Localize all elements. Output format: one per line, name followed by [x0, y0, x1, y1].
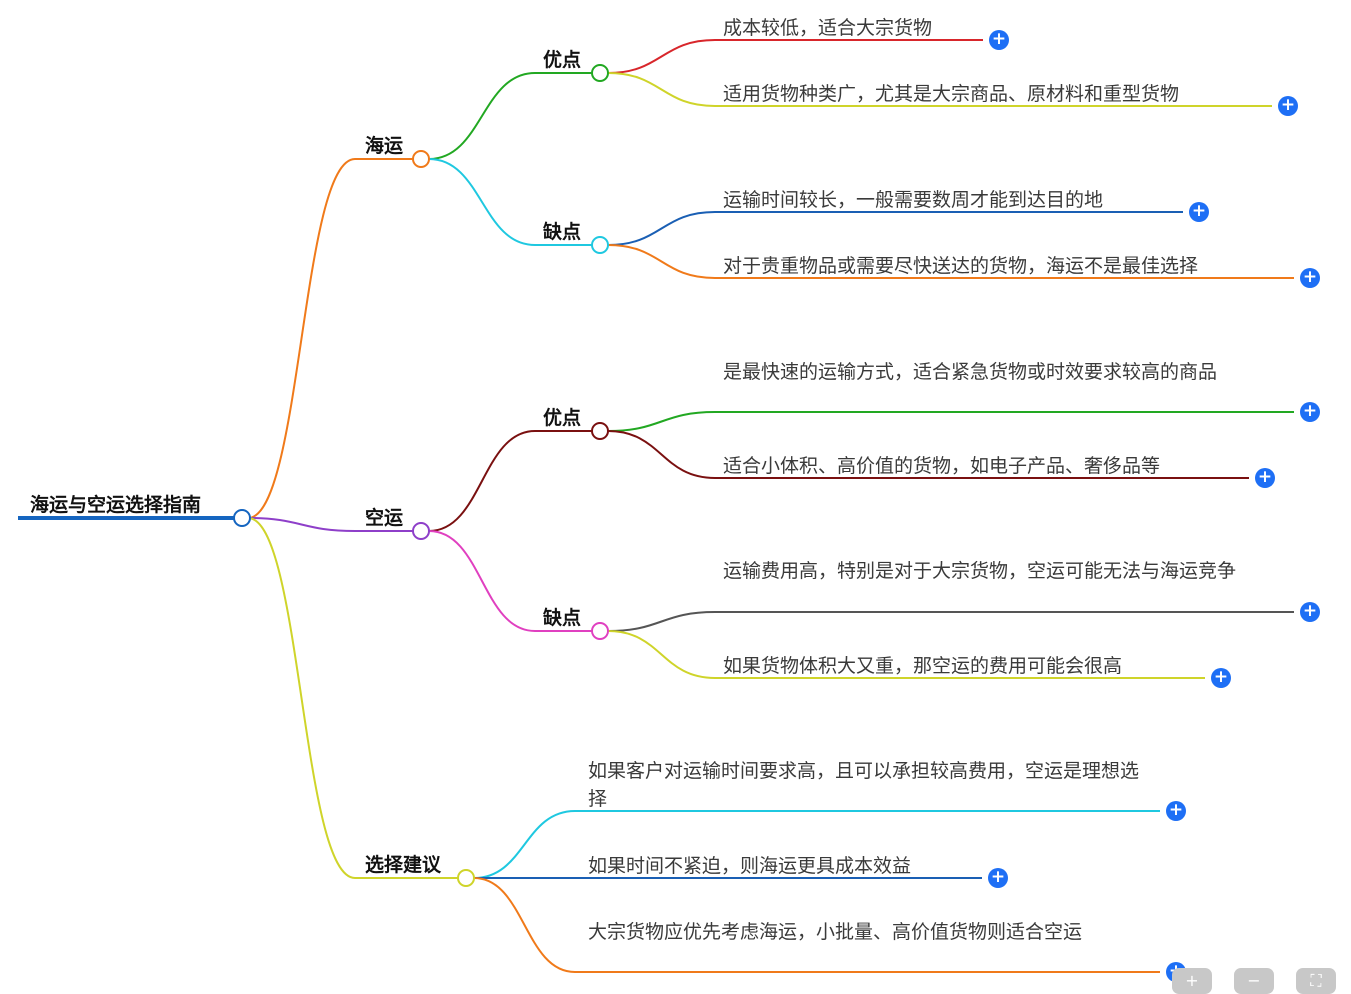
leaf-sea-pro-2[interactable]: 适用货物种类广，尤其是大宗商品、原材料和重型货物 [723, 83, 1180, 105]
branch-node-dot[interactable] [412, 522, 430, 540]
group-node-dot[interactable] [591, 236, 609, 254]
leaf-advice-2[interactable]: 如果时间不紧迫，则海运更具成本效益 [588, 855, 912, 877]
leaf-air-pro-1[interactable]: 是最快速的运输方式，适合紧急货物或时效要求较高的商品 [723, 361, 1218, 383]
link-group-leaf [607, 430, 716, 479]
branch-advice-label[interactable]: 选择建议 [365, 854, 442, 876]
leaf-sea-pro-1[interactable]: 成本较低，适合大宗货物 [723, 17, 933, 39]
leaf-air-con-2[interactable]: 如果货物体积大又重，那空运的费用可能会很高 [723, 655, 1123, 677]
expand-plus-icon[interactable]: + [1300, 602, 1320, 622]
link-branch-group [428, 430, 536, 532]
expand-plus-icon[interactable]: + [1300, 402, 1320, 422]
plus-icon: + [1185, 971, 1199, 990]
branch-node-dot[interactable] [457, 869, 475, 887]
fullscreen-icon: ⛶ [1310, 971, 1322, 990]
expand-plus-icon[interactable]: + [1211, 668, 1231, 688]
expand-plus-icon[interactable]: + [988, 868, 1008, 888]
link-root-branch [247, 158, 356, 519]
link-root-branch [247, 517, 356, 532]
zoom-out-button[interactable]: − [1234, 968, 1274, 994]
air-cons-label[interactable]: 缺点 [543, 607, 582, 629]
group-node-dot[interactable] [591, 622, 609, 640]
leaf-sea-con-2[interactable]: 对于贵重物品或需要尽快送达的货物，海运不是最佳选择 [723, 255, 1199, 277]
expand-plus-icon[interactable]: + [1300, 268, 1320, 288]
leaf-air-pro-2[interactable]: 适合小体积、高价值的货物，如电子产品、奢侈品等 [723, 455, 1161, 477]
leaf-advice-3[interactable]: 大宗货物应优先考虑海运，小批量、高价值货物则适合空运 [588, 921, 1083, 943]
link-branch-group [428, 530, 536, 632]
link-branch-group [428, 72, 536, 160]
fullscreen-button[interactable]: ⛶ [1296, 968, 1336, 994]
root-node-dot[interactable] [233, 509, 251, 527]
branch-sea-label[interactable]: 海运 [365, 135, 404, 157]
branch-air-label[interactable]: 空运 [365, 507, 404, 529]
link-group-leaf [607, 611, 716, 632]
leaf-air-con-1[interactable]: 运输费用高，特别是对于大宗货物，空运可能无法与海运竞争 [723, 560, 1237, 582]
expand-plus-icon[interactable]: + [1189, 202, 1209, 222]
zoom-in-button[interactable]: + [1172, 968, 1212, 994]
branch-node-dot[interactable] [412, 150, 430, 168]
link-group-leaf [607, 72, 716, 107]
link-branch-leaf [473, 810, 576, 879]
expand-plus-icon[interactable]: + [1255, 468, 1275, 488]
link-group-leaf [607, 211, 716, 246]
link-branch-group [428, 158, 536, 246]
sea-pros-label[interactable]: 优点 [543, 49, 582, 71]
minus-icon: − [1247, 971, 1261, 990]
group-node-dot[interactable] [591, 422, 609, 440]
sea-cons-label[interactable]: 缺点 [543, 221, 582, 243]
expand-plus-icon[interactable]: + [1278, 96, 1298, 116]
expand-plus-icon[interactable]: + [1166, 801, 1186, 821]
link-group-leaf [607, 630, 716, 679]
link-group-leaf [607, 411, 716, 432]
link-group-leaf [607, 39, 716, 74]
expand-plus-icon[interactable]: + [989, 30, 1009, 50]
air-pros-label[interactable]: 优点 [543, 407, 582, 429]
link-root-branch [247, 517, 356, 879]
link-group-leaf [607, 244, 716, 279]
leaf-sea-con-1[interactable]: 运输时间较长，一般需要数周才能到达目的地 [723, 189, 1104, 211]
group-node-dot[interactable] [591, 64, 609, 82]
link-branch-leaf [473, 877, 576, 973]
leaf-advice-1[interactable]: 如果客户对运输时间要求高，且可以承担较高费用，空运是理想选择 [588, 760, 1140, 810]
root-node-label[interactable]: 海运与空运选择指南 [30, 494, 202, 516]
